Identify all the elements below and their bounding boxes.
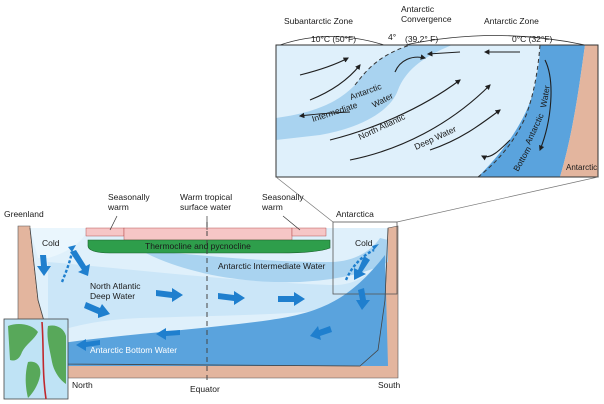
nadw-label-2: Deep Water xyxy=(90,291,135,301)
north-america-shape xyxy=(8,324,38,361)
convergence-line xyxy=(354,45,411,86)
arrow-descend-south xyxy=(356,288,370,310)
arrow-sink-south xyxy=(354,256,370,280)
cold-south-label: Cold xyxy=(355,238,373,248)
temp-39: (39.2° F) xyxy=(405,34,438,44)
arrow-descend-north xyxy=(70,250,90,276)
thermocline-label: Thermocline and pycnocline xyxy=(145,241,251,251)
south-label: South xyxy=(378,380,400,390)
zoom-connector-left xyxy=(275,176,334,223)
seasonal-warm-south xyxy=(291,227,327,237)
seasonally-warm-north-l2: warm xyxy=(107,202,129,212)
convergence-label-2: Convergence xyxy=(401,14,452,24)
pointer-lines xyxy=(109,215,301,231)
zoom-connector-right xyxy=(396,176,599,223)
cold-zone-north xyxy=(30,228,88,258)
arrow-upwell-south-head xyxy=(372,244,379,250)
thermocline-band xyxy=(87,239,331,254)
abw-boundary-line xyxy=(477,45,541,177)
aiw-band xyxy=(140,238,388,283)
seasonal-warm-north xyxy=(85,227,125,237)
arrow-abw-3 xyxy=(76,339,100,351)
inset-flow-arrows xyxy=(298,49,552,161)
nadw-label-1: North Atlantic xyxy=(90,281,141,291)
cold-north-label: Cold xyxy=(42,238,60,248)
arrow-nadw-1 xyxy=(84,302,110,318)
north-label: North xyxy=(72,380,93,390)
world-map-thumbnail xyxy=(3,318,69,400)
greenland-label: Greenland xyxy=(4,209,44,219)
subantarctic-bracket xyxy=(279,36,385,46)
warm-tropical-layer xyxy=(123,227,293,241)
inset-border xyxy=(275,44,599,178)
equator-label: Equator xyxy=(190,384,220,394)
inset-antarctica-label: Antarctica xyxy=(566,163,602,172)
inset-abw-band xyxy=(478,45,585,177)
arrow-nadw-3 xyxy=(218,291,245,305)
arrow-abw-2 xyxy=(156,328,180,340)
warm-tropical-l2: surface water xyxy=(180,202,231,212)
warm-tropical-l1: Warm tropical xyxy=(180,192,232,202)
convergence-label-1: Antarctic xyxy=(401,4,435,14)
seasonally-warm-south-l1: Seasonally xyxy=(262,192,304,202)
aiw-label: Antarctic Intermediate Water xyxy=(218,261,326,271)
arrow-nadw-2 xyxy=(156,288,183,302)
nadw-band xyxy=(48,260,386,335)
main-flow-arrows xyxy=(37,250,370,351)
arrow-upwell-north xyxy=(60,251,74,283)
temp-4: 4° xyxy=(388,32,396,42)
abw-band xyxy=(50,255,388,366)
antarctica-label: Antarctica xyxy=(336,209,374,219)
arrow-upwell-south xyxy=(344,248,375,281)
arrow-abw-1 xyxy=(310,326,332,340)
temp-10c: 10°C (50°F) xyxy=(311,34,356,44)
inset-panel: Antarctic Intermediate Water North Atlan… xyxy=(275,4,602,178)
arrow-upwell-north-head xyxy=(68,245,76,252)
subantarctic-zone-label: Subantarctic Zone xyxy=(284,16,353,26)
arrow-nadw-4 xyxy=(278,292,305,306)
antarctic-bracket xyxy=(404,35,586,46)
transect-line xyxy=(41,321,47,400)
seasonally-warm-south-l2: warm xyxy=(261,202,283,212)
antarctic-zone-label: Antarctic Zone xyxy=(484,16,539,26)
seasonally-warm-north-l1: Seasonally xyxy=(108,192,150,202)
abw-label: Antarctic Bottom Water xyxy=(90,345,177,355)
south-america-shape xyxy=(25,361,41,398)
africa-europe-shape xyxy=(47,325,66,384)
arrow-sink-north xyxy=(37,255,51,276)
inset-abw-label-3: Water xyxy=(538,84,552,108)
temp-0c: 0°C (32°F) xyxy=(512,34,553,44)
inset-antarctica-land xyxy=(560,45,598,177)
dashed-arrows xyxy=(60,248,375,283)
basin-outline xyxy=(29,227,389,367)
inset-aiw-band xyxy=(276,45,452,140)
